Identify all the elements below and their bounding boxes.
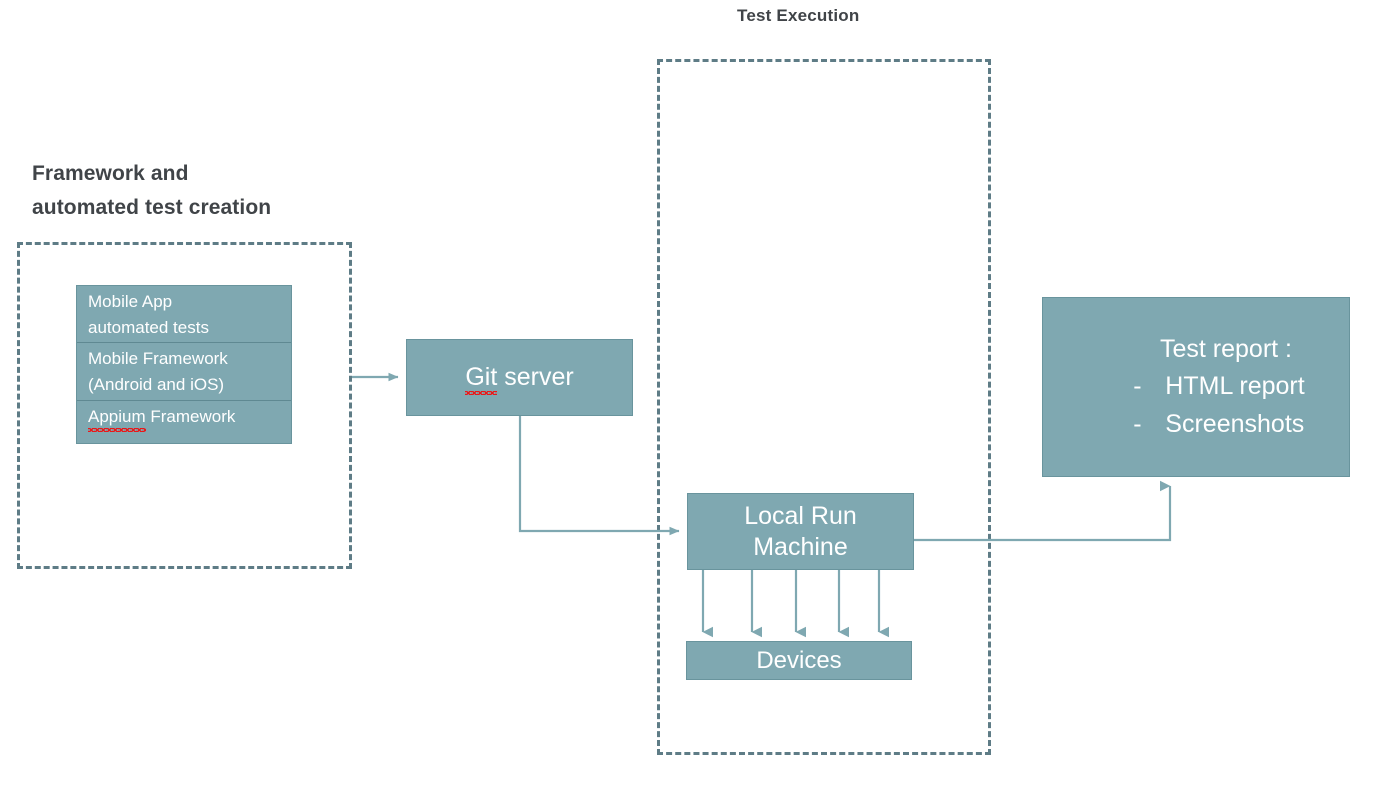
test-report-item-html-report: - HTML report (1133, 368, 1304, 406)
node-devices[interactable]: Devices (686, 641, 912, 680)
test-report-item-screenshots: - Screenshots (1133, 406, 1304, 444)
stack-row-mobile-app-automated-tests: Mobile App automated tests (77, 286, 291, 343)
stack-row-appium-framework-rest: Framework (145, 407, 236, 426)
node-git-server[interactable]: Git server (406, 339, 633, 416)
stack-row-appium-framework: Appium Framework (77, 401, 291, 444)
node-git-server-label-rest: server (497, 363, 574, 392)
test-report-item-label: Screenshots (1165, 409, 1305, 438)
node-local-run-machine[interactable]: Local Run Machine (687, 493, 914, 570)
group-box-framework-and-automated-test-creation (17, 242, 352, 569)
group-title-test-execution: Test Execution (737, 6, 860, 25)
bullet-dash-icon: - (1133, 409, 1142, 438)
test-report-title: Test report : (1159, 334, 1292, 363)
node-test-report[interactable]: Test report : - HTML report - Screenshot… (1042, 297, 1350, 477)
node-git-server-label: Git server (465, 362, 574, 395)
test-report-body: Test report : - HTML report - Screenshot… (1087, 331, 1304, 444)
test-report-item-label: HTML report (1165, 372, 1305, 401)
misspelled-word-git: Git (465, 363, 498, 395)
node-framework-stack[interactable]: Mobile App automated tests Mobile Framew… (76, 285, 292, 444)
connector-git-server-to-local-run-machine (518, 416, 680, 536)
group-title-framework-and-automated-test-creation: Framework and automated test creation (32, 162, 272, 220)
misspelled-word-appium: Appium (88, 404, 146, 432)
bullet-dash-icon: - (1133, 372, 1142, 401)
stack-row-mobile-framework-android-and-ios: Mobile Framework (Android and iOS) (77, 343, 291, 401)
group-box-test-execution (657, 59, 991, 755)
